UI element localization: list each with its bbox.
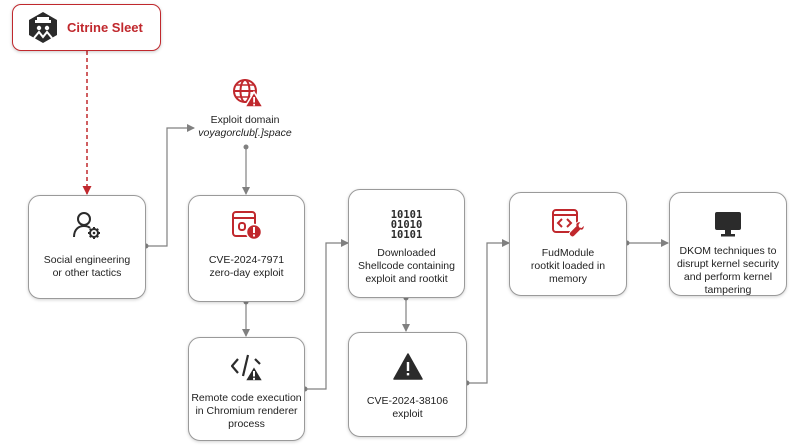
label-line: CVE-2024-38106 (366, 395, 449, 407)
label-line: zero-day exploit (209, 267, 284, 279)
label-line: FudModule (541, 247, 595, 259)
label-line: tampering (704, 284, 752, 296)
node-downloaded-shellcode: 10101 01010 10101 Downloaded Shellcode c… (348, 189, 465, 298)
node-downloaded-shellcode-label: Downloaded Shellcode containing exploit … (349, 247, 464, 286)
code-wrench-icon (552, 209, 585, 238)
label-line: DKOM techniques to (679, 245, 777, 257)
node-fudmodule: FudModule rootkit loaded in memory (509, 192, 627, 296)
exploit-domain-label: Exploit domain voyagorclub[.]space (180, 114, 310, 140)
label-line: memory (549, 273, 587, 285)
node-remote-code-execution-label: Remote code execution in Chromium render… (189, 392, 304, 431)
monitor-icon (715, 212, 741, 237)
node-cve-2024-38106-label: CVE-2024-38106 exploit (349, 395, 466, 421)
label-line: exploit and rootkit (365, 273, 448, 285)
binary-line: 10101 (390, 229, 423, 241)
warning-triangle-icon (392, 353, 423, 380)
node-social-engineering-label: Social engineering or other tactics (29, 254, 145, 280)
actor-name: Citrine Sleet (67, 20, 143, 35)
hacker-icon (29, 12, 57, 43)
binary-code-icon: 10101 01010 10101 (390, 209, 423, 241)
label-line: rootkit loaded in (530, 260, 606, 272)
node-cve-2024-38106: CVE-2024-38106 exploit (348, 332, 467, 437)
label-line: or other tactics (52, 267, 122, 279)
label-line: Downloaded (377, 247, 436, 259)
actor-box: Citrine Sleet (12, 4, 161, 51)
label-line: process (228, 418, 265, 430)
exploit-domain-title: Exploit domain (210, 114, 280, 126)
label-line: exploit (392, 408, 423, 420)
rce-to-shellcode-arrow (305, 239, 349, 390)
label-line: CVE-2024-7971 (208, 254, 285, 266)
globe-warning-icon (233, 79, 264, 108)
binary-line: 10101 (390, 209, 423, 221)
binary-line: 01010 (390, 219, 423, 231)
user-settings-icon (73, 212, 100, 239)
label-line: and perform kernel (683, 271, 773, 283)
label-line: Shellcode containing (358, 260, 455, 272)
code-warning-icon (230, 354, 263, 382)
node-social-engineering: Social engineering or other tactics (28, 195, 146, 299)
cve38106-to-fudmodule-arrow (467, 239, 510, 384)
node-dkom-label: DKOM techniques to disrupt kernel securi… (670, 245, 786, 297)
node-cve-2024-7971: CVE-2024-7971 zero-day exploit (188, 195, 305, 302)
node-fudmodule-label: FudModule rootkit loaded in memory (510, 247, 626, 286)
node-dkom: DKOM techniques to disrupt kernel securi… (669, 192, 787, 296)
label-line: disrupt kernel security (676, 258, 780, 270)
label-line: Social engineering (43, 254, 131, 266)
label-line: Remote code execution (191, 392, 302, 404)
social-to-domain-arrow (146, 124, 195, 247)
node-remote-code-execution: Remote code execution in Chromium render… (188, 337, 305, 441)
label-line: in Chromium renderer (195, 405, 298, 417)
browser-error-icon (231, 211, 262, 241)
exploit-domain-name: voyagorclub[.]space (198, 127, 292, 139)
node-cve-2024-7971-label: CVE-2024-7971 zero-day exploit (189, 254, 304, 280)
